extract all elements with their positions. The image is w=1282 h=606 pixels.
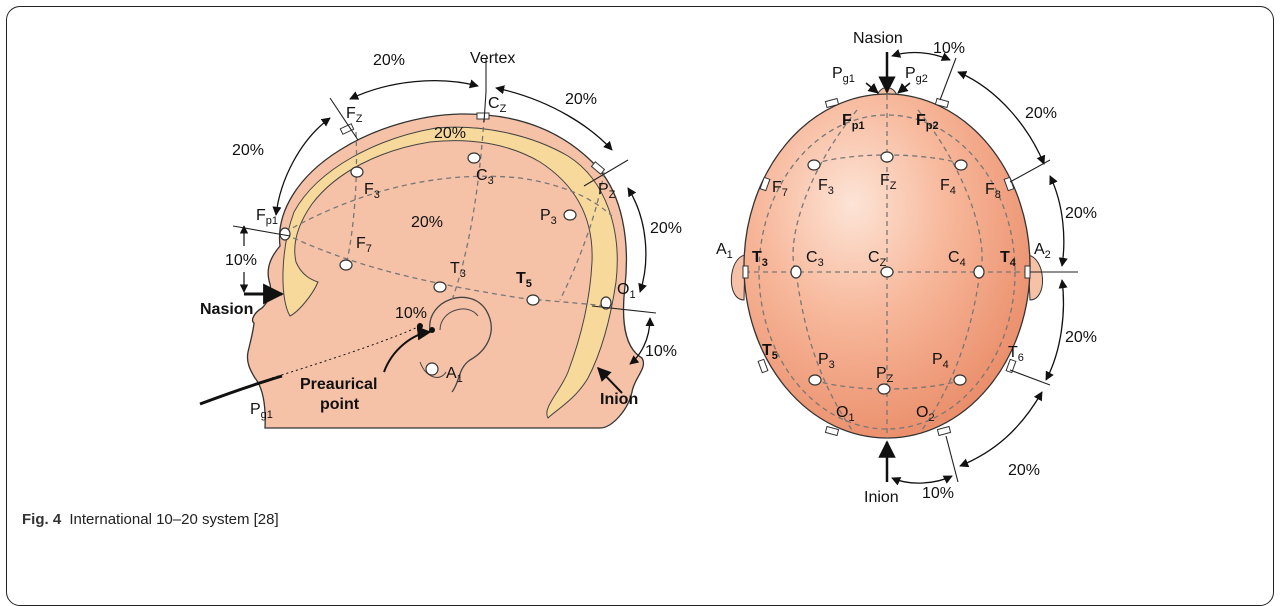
- top-pct-upper: 20%: [1025, 105, 1057, 122]
- eeg-10-20-diagram: 20% 20% 20% 20% 20% 10% 10% 10% 20% Vert…: [0, 0, 1282, 505]
- figure-caption-label: Fig. 4: [22, 511, 61, 528]
- top-electrode-t4: [1025, 266, 1030, 278]
- side-electrode-f3: [351, 167, 363, 177]
- side-electrode-t3: [434, 282, 446, 292]
- side-pct-mid: 20%: [411, 214, 443, 231]
- svg-text:A1: A1: [716, 241, 733, 261]
- top-electrode-o1: [825, 427, 838, 436]
- label-preaurical: Preaurical: [300, 376, 377, 393]
- label-vertex: Vertex: [470, 50, 515, 67]
- side-pct-back: 20%: [650, 220, 682, 237]
- top-pct-mid-upper: 20%: [1065, 205, 1097, 222]
- top-pct-nasion: 10%: [933, 40, 965, 57]
- top-pct-mid-lower: 20%: [1065, 329, 1097, 346]
- svg-text:Fp1: Fp1: [256, 207, 278, 227]
- top-electrode-t3: [743, 266, 748, 278]
- svg-text:CZ: CZ: [488, 95, 507, 115]
- side-electrode-c3: [468, 153, 480, 163]
- svg-text:Pg1: Pg1: [832, 65, 855, 85]
- side-electrode-f7: [340, 260, 352, 270]
- top-pct-inion: 10%: [922, 485, 954, 502]
- top-pct-lower: 20%: [1008, 462, 1040, 479]
- side-pct-ear: 10%: [395, 305, 427, 322]
- side-pct-right-top: 20%: [565, 91, 597, 108]
- side-electrode-cz: [477, 113, 489, 119]
- top-electrode-o2: [937, 427, 950, 436]
- side-electrode-a1: [426, 363, 438, 375]
- top-electrode-p3: [809, 375, 821, 385]
- top-electrode-fz: [881, 152, 893, 162]
- svg-text:FZ: FZ: [346, 105, 363, 125]
- side-pct-left: 20%: [232, 142, 264, 159]
- top-electrode-t5: [758, 359, 768, 372]
- label-nasion-side: Nasion: [200, 301, 253, 318]
- label-preaurical-point: point: [320, 396, 360, 413]
- side-electrode-fz: [340, 124, 353, 135]
- top-electrode-pz: [878, 384, 890, 394]
- top-electrode-f4: [955, 160, 967, 170]
- label-inion-top: Inion: [864, 489, 899, 505]
- side-electrode-t5: [527, 295, 539, 305]
- svg-text:Pg2: Pg2: [905, 65, 928, 85]
- top-view: Nasion Inion 10% 20% 20% 20% 20% 10% Pg1…: [716, 30, 1097, 505]
- label-nasion-top: Nasion: [853, 30, 903, 47]
- top-electrode-c4: [974, 266, 984, 278]
- side-pct-top: 20%: [373, 52, 405, 69]
- side-pct-inion: 10%: [645, 343, 677, 360]
- svg-text:A2: A2: [1034, 241, 1051, 261]
- top-electrode-c3: [791, 266, 801, 278]
- side-view: 20% 20% 20% 20% 20% 10% 10% 10% 20% Vert…: [200, 50, 682, 428]
- top-electrode-p4: [954, 375, 966, 385]
- side-pct-skull: 20%: [434, 125, 466, 142]
- side-pct-nasion: 10%: [225, 252, 257, 269]
- side-electrode-p3: [564, 210, 576, 220]
- figure-caption: Fig. 4 International 10–20 system [28]: [22, 511, 279, 528]
- top-electrode-f3: [808, 160, 820, 170]
- figure-caption-text: International 10–20 system [28]: [69, 511, 278, 528]
- label-inion-side: Inion: [600, 391, 638, 408]
